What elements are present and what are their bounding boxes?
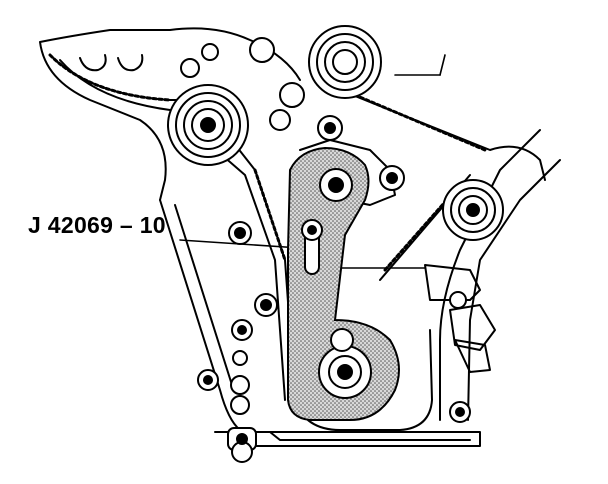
- camshaft-sprocket-upper: [308, 25, 382, 99]
- timing-chain-holding-tool: [287, 146, 400, 421]
- upper-leader-line-2: [439, 54, 446, 76]
- left-guide-rail: [159, 199, 241, 431]
- right-tensioner: [424, 264, 481, 301]
- bracket-tab: [269, 431, 471, 441]
- tool-bolt: [301, 168, 353, 241]
- right-tensioner-2: [449, 304, 496, 351]
- right-housing-outline: [439, 129, 561, 421]
- idler-sprocket: [201, 37, 305, 108]
- chain-links-guide: [253, 168, 287, 262]
- right-tensioner-3: [454, 339, 491, 373]
- housing-bolts: [180, 58, 471, 423]
- housing-cutouts: [79, 54, 144, 72]
- crankshaft-sprocket: [318, 328, 372, 399]
- secondary-timing-chain: [339, 89, 546, 281]
- chain-links-left: [48, 53, 172, 102]
- crank-bolt: [227, 427, 257, 463]
- tool-callout-label: J 42069 – 10: [28, 212, 166, 238]
- intermediate-sprocket: [167, 84, 249, 166]
- bottom-bracket: [214, 431, 481, 447]
- engine-housing-outline: [39, 27, 301, 201]
- camshaft-sprocket-right: [442, 179, 504, 241]
